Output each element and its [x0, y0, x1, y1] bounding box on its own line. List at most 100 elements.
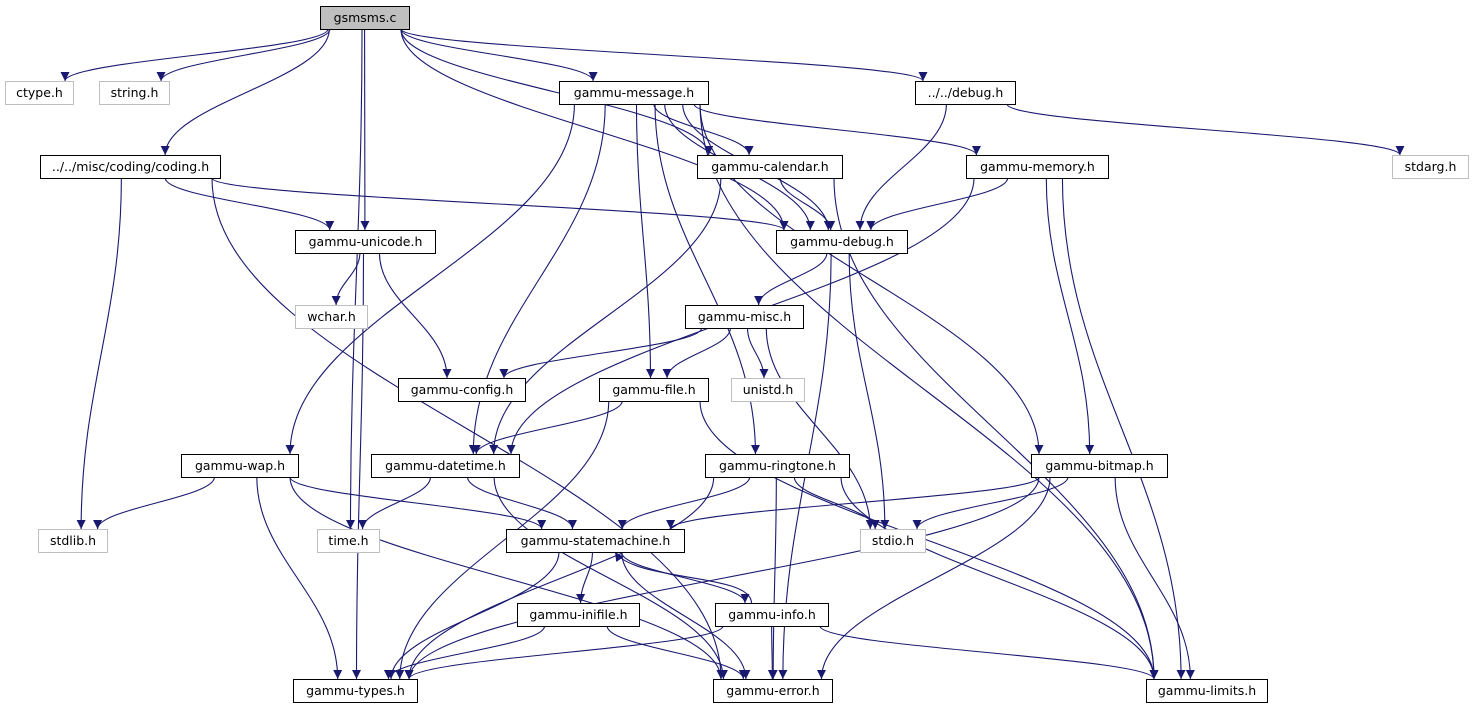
node-gdatetime[interactable]: gammu-datetime.h: [371, 454, 520, 478]
node-label: gammu-error.h: [726, 683, 819, 698]
edge-gwap-to-stdlib: [93, 476, 215, 530]
node-gsmsms: gsmsms.c: [320, 6, 410, 30]
edge-gmisc-to-unistd: [746, 327, 769, 379]
node-box: [860, 529, 926, 553]
node-box: [295, 230, 436, 254]
node-box: [317, 529, 380, 553]
edge-gsmsms-to-time: [345, 28, 363, 530]
node-gerror[interactable]: gammu-error.h: [713, 679, 833, 703]
edge-gunicode-to-wchar: [331, 252, 361, 306]
node-stdio: stdio.h: [860, 529, 926, 553]
node-ginifile[interactable]: gammu-inifile.h: [517, 603, 640, 627]
node-label: ctype.h: [16, 85, 63, 100]
edge-gsmsms-to-gmessage: [400, 28, 598, 82]
node-label: gammu-ringtone.h: [719, 458, 836, 473]
node-gfile[interactable]: gammu-file.h: [599, 378, 709, 402]
node-box: [506, 529, 685, 553]
node-label: wchar.h: [307, 309, 356, 324]
node-box: [776, 230, 908, 254]
edge-gwap-to-gstatemachine: [289, 476, 547, 530]
node-label: gsmsms.c: [334, 10, 397, 25]
node-box: [320, 6, 410, 30]
node-glimits[interactable]: gammu-limits.h: [1146, 679, 1268, 703]
edge-coding-to-gunicode: [164, 177, 335, 231]
edge-ginifile-to-gtypes: [384, 625, 546, 680]
edge-gbitmap-to-glimits: [1114, 476, 1195, 680]
node-label: ../../misc/coding/coding.h: [52, 159, 209, 174]
node-box: [517, 603, 640, 627]
node-gmessage[interactable]: gammu-message.h: [559, 81, 709, 105]
node-ctype: ctype.h: [5, 81, 74, 105]
node-coding[interactable]: ../../misc/coding/coding.h: [40, 155, 221, 179]
node-gconfig[interactable]: gammu-config.h: [398, 378, 526, 402]
edge-gmemory-to-gbitmap: [1045, 177, 1095, 455]
node-box: [398, 378, 526, 402]
node-label: gammu-statemachine.h: [521, 533, 671, 548]
edges: [60, 28, 1405, 680]
node-box: [559, 81, 709, 105]
node-gmemory[interactable]: gammu-memory.h: [966, 155, 1109, 179]
node-label: gammu-misc.h: [698, 309, 791, 324]
edge-gstatemachine-to-ginfo: [620, 551, 750, 604]
node-label: stdarg.h: [1405, 159, 1457, 174]
edge-gfile-to-glimits: [699, 400, 1159, 680]
edge-gfile-to-gtypes: [395, 400, 610, 680]
edge-gringtone-to-gtypes: [404, 476, 715, 680]
edge-gmessage-to-gwap: [285, 103, 575, 455]
edge-gwap-to-gtypes: [256, 476, 343, 680]
node-gstatemachine[interactable]: gammu-statemachine.h: [506, 529, 685, 553]
node-label: gammu-bitmap.h: [1045, 458, 1153, 473]
edge-gsmsms-to-gdebug: [400, 28, 789, 231]
node-label: gammu-wap.h: [195, 458, 285, 473]
node-box: [705, 454, 850, 478]
edge-gdebug-to-stdio: [848, 252, 890, 530]
node-label: gammu-config.h: [411, 382, 514, 397]
edge-gmisc-to-gconfig: [499, 327, 703, 379]
node-gbitmap[interactable]: gammu-bitmap.h: [1031, 454, 1168, 478]
edge-ginfo-to-gstatemachine: [614, 551, 753, 604]
edge-gcalendar-to-glimits: [833, 177, 1159, 680]
node-gcalendar[interactable]: gammu-calendar.h: [697, 155, 843, 179]
node-box: [293, 679, 418, 703]
node-ginfo[interactable]: gammu-info.h: [715, 603, 829, 627]
edge-debugrel-to-gdebug: [855, 103, 948, 231]
node-gwap[interactable]: gammu-wap.h: [181, 454, 299, 478]
node-label: gammu-debug.h: [790, 234, 894, 249]
edge-gmessage-to-gfile: [635, 103, 655, 379]
edge-gringtone-to-stdio: [793, 476, 880, 530]
edge-gdatetime-to-gerror: [493, 476, 728, 680]
edge-gmemory-to-gdebug: [866, 177, 1009, 231]
node-gmisc[interactable]: gammu-misc.h: [685, 305, 804, 329]
node-box: [295, 305, 368, 329]
edge-gstatemachine-to-gtypes: [386, 551, 560, 680]
node-gdebug[interactable]: gammu-debug.h: [776, 230, 908, 254]
edge-gbitmap-to-gerror: [817, 476, 1051, 680]
node-label: ../../debug.h: [928, 85, 1004, 100]
edge-gsmsms-to-string: [156, 28, 331, 82]
node-box: [38, 529, 108, 553]
edge-coding-to-gdebug: [211, 177, 789, 231]
node-gringtone[interactable]: gammu-ringtone.h: [705, 454, 850, 478]
node-label: gammu-info.h: [728, 607, 816, 622]
node-label: gammu-memory.h: [980, 159, 1095, 174]
node-gtypes[interactable]: gammu-types.h: [293, 679, 418, 703]
node-label: time.h: [328, 533, 368, 548]
edge-gstatemachine-to-ginifile: [576, 551, 593, 604]
edge-debugrel-to-stdarg: [1006, 103, 1405, 156]
edge-coding-to-gerror: [211, 177, 726, 680]
edge-gunicode-to-gconfig: [378, 252, 452, 379]
node-debugrel[interactable]: ../../debug.h: [915, 81, 1016, 105]
edge-gmisc-to-gfile: [662, 327, 731, 379]
edge-gmessage-to-gmemory: [693, 103, 981, 156]
node-label: gammu-inifile.h: [529, 607, 627, 622]
edge-ginfo-to-gerror: [767, 625, 777, 680]
node-label: unistd.h: [743, 382, 794, 397]
node-label: stdlib.h: [50, 533, 96, 548]
edge-gbitmap-to-gstatemachine: [666, 476, 1040, 530]
edge-gdebug-to-gmisc: [754, 252, 828, 306]
edge-ginifile-to-gerror: [606, 625, 748, 680]
node-label: gammu-limits.h: [1158, 683, 1256, 698]
node-gunicode[interactable]: gammu-unicode.h: [295, 230, 436, 254]
node-box: [5, 81, 74, 105]
